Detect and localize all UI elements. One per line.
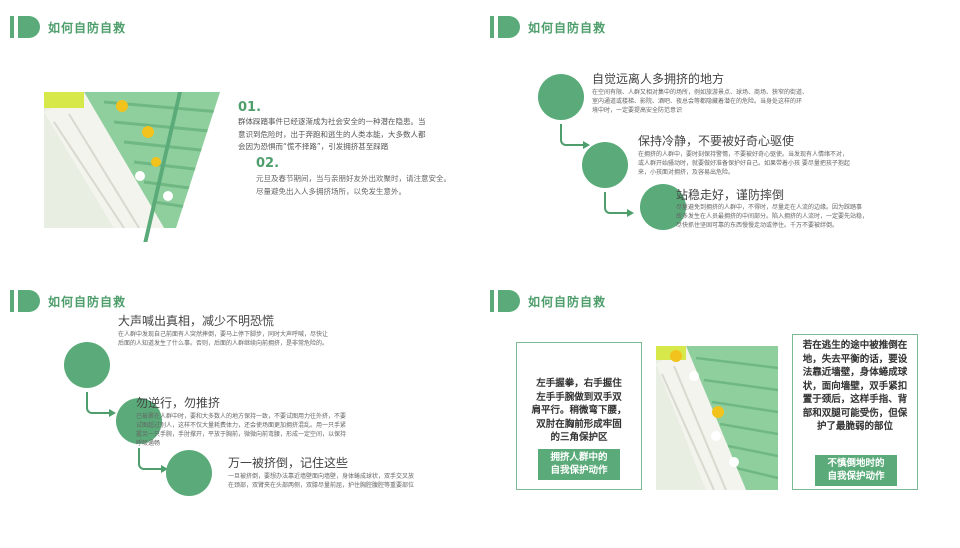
card-line: 置于颈后，这样手指、背 [802,394,908,405]
step-desc-line: 呼吸通畅 [136,440,161,447]
point-2-number: 02. [256,156,280,171]
step-title: 勿逆行，勿推挤 [136,396,221,410]
step-desc-line: 室内通道或楼梯、影院、酒吧、夜总会等都隐藏着潜在的危险。当身处这样的环 [592,98,803,105]
point-2-text: 元旦及春节期间，当与亲朋好友外出欢聚时，请注意安全。 尽量避免出入人多拥挤场所，… [256,173,466,198]
step-arrow-icon [604,192,634,217]
step-desc: 尽量避免到拥挤的人群中，不得时，尽量走在人流的边缘。因为踩踏事 故多发生在人员最… [676,203,906,230]
card-line: 若在逃生的途中被推倒在 [802,340,908,351]
step-desc-line: 一旦被挤倒，要想办法靠近墙壁面向墙壁，身体蜷成球状，双手交叉放 [228,473,415,480]
point-1-line: 群体踩踏事件已经逐渐成为社会安全的一种潜在隐患。当 [238,117,426,126]
step-circle [582,142,628,188]
slide-header: 如何自防自救 [490,16,606,38]
step-title: 大声喊出真相，减少不明恐慌 [118,314,275,328]
step-desc-line: 尽快抓住坚固可靠的东西慢慢走动或停住。千万不要被绊倒。 [676,222,839,229]
step-arrow-icon [86,392,116,417]
slide-2: 如何自防自救 自觉远离人多拥挤的地方 在空间有限、人群又相对集中的场所，例如旅游… [480,0,960,274]
tag-line: 自我保护动作 [827,470,885,482]
card-line: 的三角保护区 [550,432,608,443]
tag-line: 拥挤人群中的 [550,452,608,463]
point-2-line: 元旦及春节期间，当与亲朋好友外出欢聚时，请注意安全。 [256,174,451,183]
tag-line: 自我保护动作 [550,464,608,476]
logo-icon [10,16,40,38]
slide-title: 如何自防自救 [528,294,607,309]
slide-1: 如何自防自救 01. 群体踩踏事件已经逐渐成为社会安全的一种潜在隐患。当 意识到… [0,0,480,274]
card-line: 状，面向墙壁，双手紧扣 [802,380,908,392]
step-desc-line: 境中时，一定要提高安全防范意识 [592,107,683,114]
step-desc-line: 在空间有限、人群又相对集中的场所，例如旅游景点、球场、商场、狭窄的街道、 [592,89,809,96]
step-desc-line: 握另一只手腕，手肘撑开，平放于胸前，微微向前弯腰，形成一定空间，以保持 [136,431,347,438]
slide-4: 如何自防自救 左手握拳，右手握住 左手手腕做到双手双 肩平行。稍微弯下腰， 双肘… [480,274,960,548]
left-protection-card: 左手握拳，右手握住 左手手腕做到双手双 肩平行。稍微弯下腰， 双肘在胸前形成牢固… [516,342,642,490]
step-desc-line: 尽量避免到拥挤的人群中，不得时，尽量走在人流的边缘。因为踩踏事 [676,204,863,211]
stairs-photo [44,92,220,228]
step-desc-line: 来，小孩面对拥挤，及容易出危险。 [638,169,735,176]
slide-title: 如何自防自救 [528,20,607,35]
stairs-photo [656,346,778,490]
point-1-line: 会因为恐惧而“慌不择路”，引发拥挤甚至踩踏 [238,142,389,151]
step-title: 万一被挤倒，记住这些 [228,456,349,470]
step-circle [116,398,162,444]
step-arrow-icon [560,124,590,149]
card-line: 肩平行。稍微弯下腰， [531,405,627,416]
logo-icon [490,16,520,38]
step-desc-line: 故多发生在人员最拥挤的中间部分。陷入拥挤的人流时，一定要先站稳， [676,213,869,220]
step-desc: 一旦被挤倒，要想办法靠近墙壁面向墙壁，身体蜷成球状，双手交叉放 在颈部，双臂夹在… [228,472,468,490]
card-line: 部和双腿可能受伤，但保 [802,407,908,419]
step-circle [640,184,686,230]
step-circle [166,450,212,496]
right-protection-card: 若在逃生的途中被推倒在 地，失去平衡的话，要设 法靠近墙壁，身体蜷成球 状，面向… [792,334,918,490]
step-desc: 已被裹在人群中时，要和大多数人的地方保持一致，不要试图用力往外挤，不要 试图超过… [136,412,416,448]
card-text: 左手握拳，右手握住 左手手腕做到双手双 肩平行。稍微弯下腰， 双肘在胸前形成牢固… [527,377,631,445]
step-circle [538,74,584,120]
step-title: 站稳走好，谨防摔倒 [676,188,785,202]
slide-3: 如何自防自救 大声喊出真相，减少不明恐慌 在人群中发现自己前面有人突然摔倒，要马… [0,274,480,548]
slide-title: 如何自防自救 [48,20,127,35]
card-line: 双肘在胸前形成牢固 [536,418,622,430]
step-desc: 在拥挤的人群中，要时刻保持警惕，不要被好奇心驱使。当发现有人情绪不对， 或人群开… [638,150,868,177]
slide-header: 如何自防自救 [10,16,126,38]
card-tag: 不慎倒地时的 自我保护动作 [815,455,897,486]
point-1-text: 群体踩踏事件已经逐渐成为社会安全的一种潜在隐患。当 意识到危险时，出于奔跑和逃生… [238,116,448,154]
step-desc-line: 试图超过别人，这样不仅大量耗费体力，还会使场面更加拥挤混乱。用一只手紧 [136,422,347,429]
step-desc: 在空间有限、人群又相对集中的场所，例如旅游景点、球场、商场、狭窄的街道、 室内通… [592,88,822,115]
step-title: 保持冷静，不要被好奇心驱使 [638,134,795,148]
card-line: 地，失去平衡的话，要设 [802,353,908,365]
step-circle [64,342,110,388]
card-line: 左手手腕做到双手双 [536,391,622,403]
step-arrow-icon [138,448,168,473]
logo-icon [10,290,40,312]
card-line: 法靠近墙壁，身体蜷成球 [802,367,908,378]
step-desc-line: 在拥挤的人群中，要时刻保持警惕，不要被好奇心驱使。当发现有人情绪不对， [638,151,849,158]
point-1-number: 01. [238,100,262,115]
card-tag: 拥挤人群中的 自我保护动作 [538,449,620,480]
step-desc-line: 后面的人知道发生了什么事。否则，后面的人群继续向前拥挤，是非常危险的。 [118,340,329,347]
logo-icon [490,290,520,312]
slide-header: 如何自防自救 [10,290,126,312]
step-desc-line: 在颈部，双臂夹在头部两侧，双膝尽量前屈，护住胸腔腹腔等重要部位 [228,482,415,489]
slide-title: 如何自防自救 [48,294,127,309]
point-2-line: 尽量避免出入人多拥挤场所，以免发生意外。 [256,186,406,196]
card-line: 护了最脆弱的部位 [816,421,893,432]
step-desc: 在人群中发现自己前面有人突然摔倒，要马上停下脚步，同时大声呼喊，尽快让 后面的人… [118,330,348,348]
tag-line: 不慎倒地时的 [827,458,885,469]
card-text: 若在逃生的途中被推倒在 地，失去平衡的话，要设 法靠近墙壁，身体蜷成球 状，面向… [799,339,911,434]
step-desc-line: 在人群中发现自己前面有人突然摔倒，要马上停下脚步，同时大声呼喊，尽快让 [118,331,329,338]
step-desc-line: 或人群开始骚动时，就要做好准备保护好自己。如果带着小孩 要尽量把孩子抱起 [638,160,850,167]
step-title: 自觉远离人多拥挤的地方 [592,72,725,86]
slide-header: 如何自防自救 [490,290,606,312]
card-line: 左手握拳，右手握住 [536,378,622,389]
step-desc-line: 已被裹在人群中时，要和大多数人的地方保持一致，不要试图用力往外挤，不要 [136,413,347,420]
point-1-line: 意识到危险时，出于奔跑和逃生的人类本能，大多数人都 [238,129,426,139]
